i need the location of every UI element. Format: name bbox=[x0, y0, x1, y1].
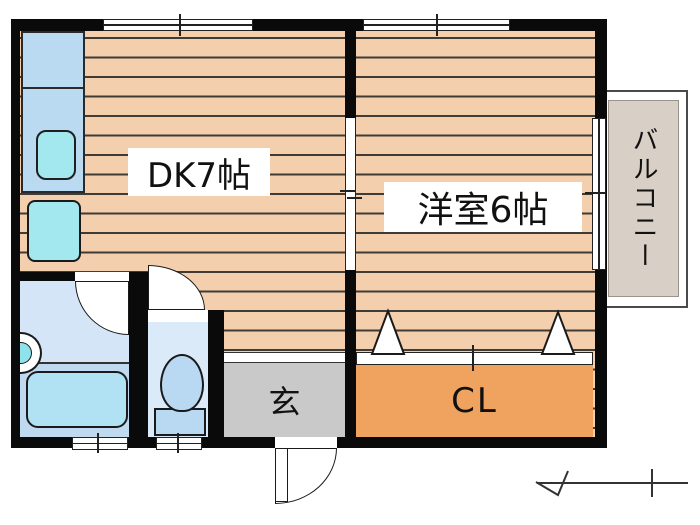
balcony-deck bbox=[608, 100, 679, 297]
sliding-door-tick-2 bbox=[347, 197, 362, 199]
wall-bath-toilet bbox=[129, 272, 148, 448]
wall-top bbox=[11, 19, 607, 31]
western-window-tick bbox=[436, 14, 438, 36]
dk-window bbox=[103, 19, 253, 31]
kitchen-sink bbox=[36, 130, 76, 180]
closet-door-track bbox=[356, 352, 593, 365]
balcony-label-text: バルコニー bbox=[628, 126, 658, 271]
dk-window-tick bbox=[179, 14, 181, 36]
entrance-floor bbox=[224, 363, 345, 437]
toilet-window bbox=[156, 437, 202, 450]
western-room-label-text: 洋室6帖 bbox=[417, 190, 549, 231]
wall-left bbox=[11, 19, 20, 448]
toilet-bowl bbox=[160, 354, 204, 412]
closet-floor bbox=[356, 365, 593, 437]
wall-room-divider-lower bbox=[345, 270, 356, 448]
wall-room-divider-upper bbox=[345, 19, 356, 118]
wall-toilet-right bbox=[208, 310, 224, 448]
entrance-label: 玄 bbox=[224, 363, 345, 437]
wall-bathroom-top bbox=[20, 272, 129, 281]
sliding-door-tick-1 bbox=[340, 190, 356, 192]
toilet-door-threshold bbox=[148, 310, 208, 322]
dk-room-label-text: DK7帖 bbox=[146, 155, 252, 196]
entrance-label-text: 玄 bbox=[268, 383, 301, 421]
direction-arrow-icon bbox=[535, 469, 688, 497]
kitchen-counter-divider bbox=[21, 87, 85, 89]
sliding-door bbox=[345, 118, 356, 270]
bathroom-door-gap bbox=[75, 272, 129, 281]
closet-label: CL bbox=[356, 365, 593, 437]
bathroom-window-tick bbox=[97, 433, 99, 453]
western-room-label: 洋室6帖 bbox=[384, 182, 582, 232]
kitchen-stove bbox=[27, 200, 81, 262]
toilet-tank bbox=[154, 408, 206, 436]
closet-label-text: CL bbox=[451, 381, 498, 421]
entrance-door-gap bbox=[275, 437, 337, 448]
toilet-window-tick bbox=[177, 433, 179, 453]
entrance-door-leaf bbox=[275, 448, 288, 502]
bathroom-window bbox=[72, 437, 128, 450]
balcony-window bbox=[592, 118, 606, 270]
entrance-step bbox=[224, 352, 345, 363]
dk-room-label: DK7帖 bbox=[128, 148, 270, 196]
closet-track-tick bbox=[472, 345, 474, 371]
balcony-window-tick bbox=[585, 192, 605, 194]
bathtub bbox=[26, 371, 128, 428]
balcony-label: バルコニー bbox=[608, 100, 679, 297]
